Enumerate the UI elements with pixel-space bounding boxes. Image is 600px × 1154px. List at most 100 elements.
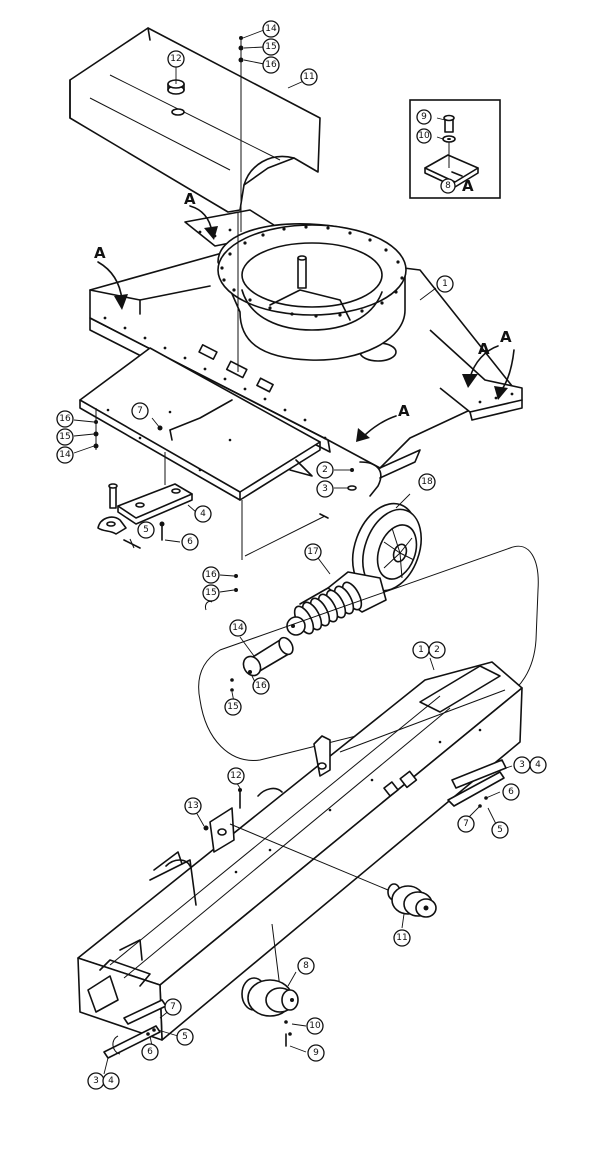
svg-text:3: 3 [322,484,328,494]
svg-text:1: 1 [442,279,448,289]
svg-text:13: 13 [187,801,198,811]
callout-guard-6: 6 [502,783,520,801]
callout-detail-8: 8 [440,178,456,194]
svg-text:5: 5 [143,525,149,535]
callout-plate-4: 4 [194,505,212,523]
svg-text:14: 14 [265,24,277,34]
svg-text:12: 12 [170,54,181,64]
callout-roller-11: 11 [393,929,411,947]
svg-text:14: 14 [59,450,71,460]
callout-detail-9: 9 [416,109,432,125]
carrier-roller [229,823,437,929]
track-roller [241,923,307,1053]
callout-rail-2: 2 [428,641,446,659]
callout-left-16: 16 [56,410,74,428]
svg-text:12: 12 [230,771,241,781]
callout-low-4: 4 [102,1072,120,1090]
lower-left-guards [103,999,179,1075]
svg-text:9: 9 [313,1048,319,1058]
svg-text:8: 8 [445,181,451,191]
svg-text:7: 7 [137,406,143,416]
callout-bolt-7: 7 [131,402,149,420]
callout-mid-15: 15 [202,584,220,602]
view-letter-a-2: A [94,244,106,262]
svg-text:11: 11 [396,933,407,943]
callout-clip-5: 5 [137,521,155,539]
svg-text:18: 18 [421,477,433,487]
callout-screw-6: 6 [181,533,199,551]
callout-rail-1: 1 [412,641,430,659]
svg-text:7: 7 [170,1002,176,1012]
callout-pin-2: 2 [316,461,334,479]
recoil-spring [286,557,387,636]
svg-text:3: 3 [93,1076,99,1086]
callout-detail-10: 10 [416,128,432,144]
svg-text:9: 9 [421,112,427,122]
callout-upper-14: 14 [262,20,280,38]
svg-text:16: 16 [59,414,71,424]
svg-text:16: 16 [265,60,277,70]
top-cover [69,27,321,213]
callout-frame-13: 13 [184,797,202,815]
callout-cyl-14: 14 [229,619,247,637]
swing-ring [217,223,407,361]
svg-text:4: 4 [108,1076,114,1086]
svg-text:3: 3 [519,760,525,770]
svg-text:16: 16 [255,681,267,691]
callout-low-3: 3 [87,1072,105,1090]
callout-roller-8: 8 [297,957,315,975]
callout-guard-4: 4 [529,756,547,774]
right-guards [447,759,513,825]
callout-low-6: 6 [141,1043,159,1061]
view-letter-a-5: A [398,402,410,420]
svg-text:5: 5 [182,1032,188,1042]
svg-text:2: 2 [434,645,440,655]
callout-low-7: 7 [164,998,182,1016]
callout-cyl-15: 15 [224,698,242,716]
callout-frame-12: 12 [227,767,245,785]
callout-spring-17: 17 [304,543,322,561]
view-letter-a-4: A [500,328,512,346]
svg-text:6: 6 [187,537,193,547]
svg-text:6: 6 [508,787,514,797]
callout-guard-7: 7 [457,815,475,833]
callout-roller-10: 10 [306,1017,324,1035]
callout-frame-1: 1 [436,275,454,293]
callout-cover-11: 11 [300,68,318,86]
mid-hardware [205,574,238,611]
callout-left-14: 14 [56,446,74,464]
left-hardware [73,408,99,454]
callout-left-15: 15 [56,428,74,446]
callout-guard-5: 5 [491,821,509,839]
belly-pan [79,347,321,501]
view-arrows [97,205,515,442]
svg-text:11: 11 [303,72,314,82]
svg-text:15: 15 [205,588,216,598]
svg-text:10: 10 [309,1021,321,1031]
svg-text:7: 7 [463,819,469,829]
view-letter-a-3: A [478,340,490,358]
svg-text:6: 6 [147,1047,153,1057]
svg-text:8: 8 [303,961,309,971]
callout-plug-12: 12 [167,50,185,68]
svg-text:4: 4 [200,509,206,519]
callout-idler-18: 18 [418,473,436,491]
svg-text:2: 2 [322,465,328,475]
pins-and-rod [241,461,382,560]
upper-hardware [238,29,265,72]
svg-text:15: 15 [265,42,276,52]
svg-text:17: 17 [307,547,318,557]
detail-inset [409,99,501,199]
mounting-bracket [97,417,197,549]
svg-text:4: 4 [535,760,541,770]
front-idler [351,502,422,594]
callouts: 14 15 16 11 12 9 10 8 1 16 15 14 7 4 5 6… [56,20,547,1090]
callout-low-5: 5 [176,1028,194,1046]
svg-text:5: 5 [497,825,503,835]
adjuster-cylinder [230,636,294,703]
callout-upper-16: 16 [262,56,280,74]
view-letter-a-1: A [184,190,196,208]
callout-pin-3: 3 [316,480,334,498]
callout-cyl-16: 16 [252,677,270,695]
